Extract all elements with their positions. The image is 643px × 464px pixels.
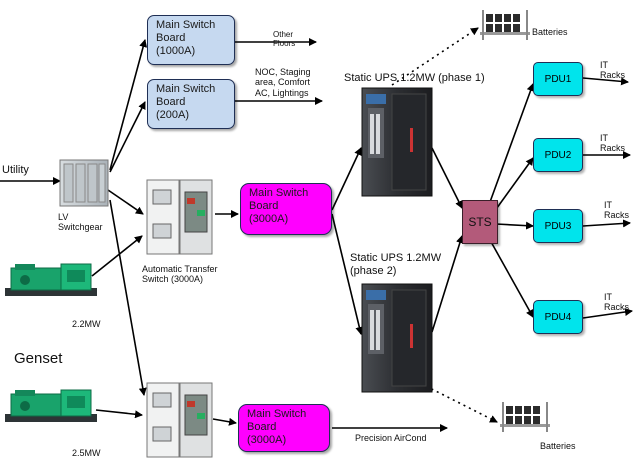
pdu4-box: PDU4: [533, 300, 583, 334]
msb3000-to-ups1-arrow: [331, 147, 362, 211]
ats2-to-msb3000b-arrow: [212, 417, 237, 426]
precision-aircond-label: Precision AirCond: [355, 433, 427, 443]
genset2-to-ats2-arrow: [95, 409, 143, 419]
it-racks-1-label: IT Racks: [600, 60, 626, 81]
it-racks-3-label: IT Racks: [604, 200, 630, 221]
ups2-label: Static UPS 1.2MW (phase 2): [350, 252, 442, 277]
ups1-to-sts-arrow: [431, 147, 463, 209]
sts-to-pdu1-arrow: [489, 83, 535, 203]
lv-to-ats2-arrow: [109, 199, 147, 396]
main-switch-board-3000a: Main Switch Board (3000A): [240, 183, 332, 235]
ats-label: Automatic Transfer Switch (3000A): [142, 264, 218, 285]
genset-1-rating: 2.2MW: [72, 319, 101, 329]
pdu2-box: PDU2: [533, 138, 583, 172]
other-floors-label: Other Floors: [273, 30, 296, 49]
lv-to-ats-arrow: [107, 189, 144, 215]
ups1-label: Static UPS 1.2MW (phase 1): [344, 72, 485, 84]
genset-2-rating: 2.5MW: [72, 448, 101, 458]
ups-cabinet: [361, 283, 433, 393]
ups-cabinet: [361, 87, 433, 197]
ups2-to-batteries-dotted-arrow: [409, 377, 498, 423]
sts-box: STS: [462, 200, 498, 244]
lv-switchgear-label: LV Switchgear: [58, 212, 103, 233]
battery-rack: [480, 10, 530, 40]
pdu1-box: PDU1: [533, 62, 583, 96]
ats-cabinet: [146, 382, 213, 458]
main-switch-board-3000a-aircond: Main Switch Board (3000A): [238, 404, 330, 452]
sts-to-pdu2-arrow: [493, 157, 534, 213]
utility-label: Utility: [2, 164, 29, 176]
batteries-top-label: Batteries: [532, 27, 568, 37]
lv-switchgear-cabinet: [59, 159, 109, 207]
it-racks-2-label: IT Racks: [600, 133, 626, 154]
genset-label: Genset: [14, 350, 63, 367]
msb3000-to-ups2-arrow: [331, 213, 364, 335]
ats-cabinet: [146, 179, 213, 255]
ups1-to-batteries-dotted-arrow: [391, 27, 479, 86]
pdu1-to-racks-arrow: [582, 77, 629, 86]
lv-to-msb200-arrow: [109, 101, 146, 173]
pdu4-to-racks-arrow: [582, 308, 633, 319]
sts-to-pdu3-arrow: [495, 221, 534, 230]
lv-to-msb1000-arrow: [109, 39, 148, 171]
pdu3-to-racks-arrow: [582, 219, 631, 228]
main-switch-board-1000a: Main Switch Board (1000A): [147, 15, 235, 65]
ups2-to-sts-arrow: [431, 235, 464, 333]
generator: [5, 389, 97, 422]
generator: [5, 263, 97, 296]
battery-rack: [500, 402, 550, 432]
it-racks-4-label: IT Racks: [604, 292, 630, 313]
sts-to-pdu4-arrow: [489, 239, 534, 318]
main-switch-board-200a: Main Switch Board (200A): [147, 79, 235, 129]
noc-loads-label: NOC, Staging area, Comfort AC, Lightings: [255, 67, 311, 98]
pdu3-box: PDU3: [533, 209, 583, 243]
batteries-bottom-label: Batteries: [540, 441, 576, 451]
genset1-to-ats-arrow: [91, 235, 143, 277]
